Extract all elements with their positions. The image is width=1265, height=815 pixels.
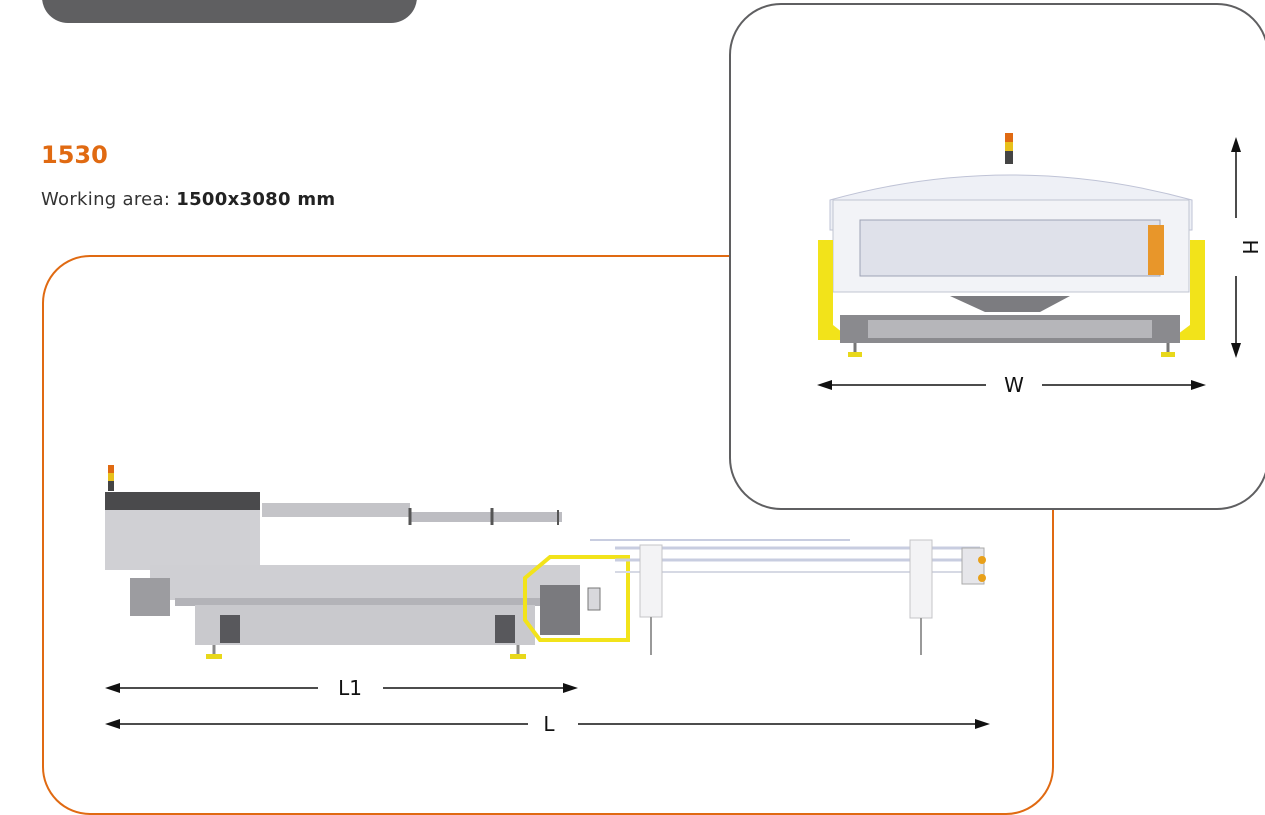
working-area-label: Working area: [41, 189, 171, 210]
dimension-W: W [817, 373, 1206, 397]
side-view-machine [105, 465, 986, 659]
label-H: H [1238, 239, 1262, 254]
header-tab [42, 0, 417, 23]
front-view-machine [818, 133, 1205, 357]
working-area-value: 1500x3080 mm [176, 189, 336, 210]
model-title: 1530 [41, 141, 108, 169]
label-L: L [543, 712, 555, 736]
dimension-H: H [1231, 137, 1262, 358]
label-W: W [1004, 373, 1024, 397]
working-area-line: Working area: 1500x3080 mm [41, 189, 335, 210]
dimension-L1: L1 [105, 676, 578, 700]
front-view-drawing: W H [817, 133, 1262, 397]
side-view-drawing: L1 L [105, 465, 990, 736]
dimension-L: L [105, 712, 990, 736]
label-L1: L1 [338, 676, 362, 700]
